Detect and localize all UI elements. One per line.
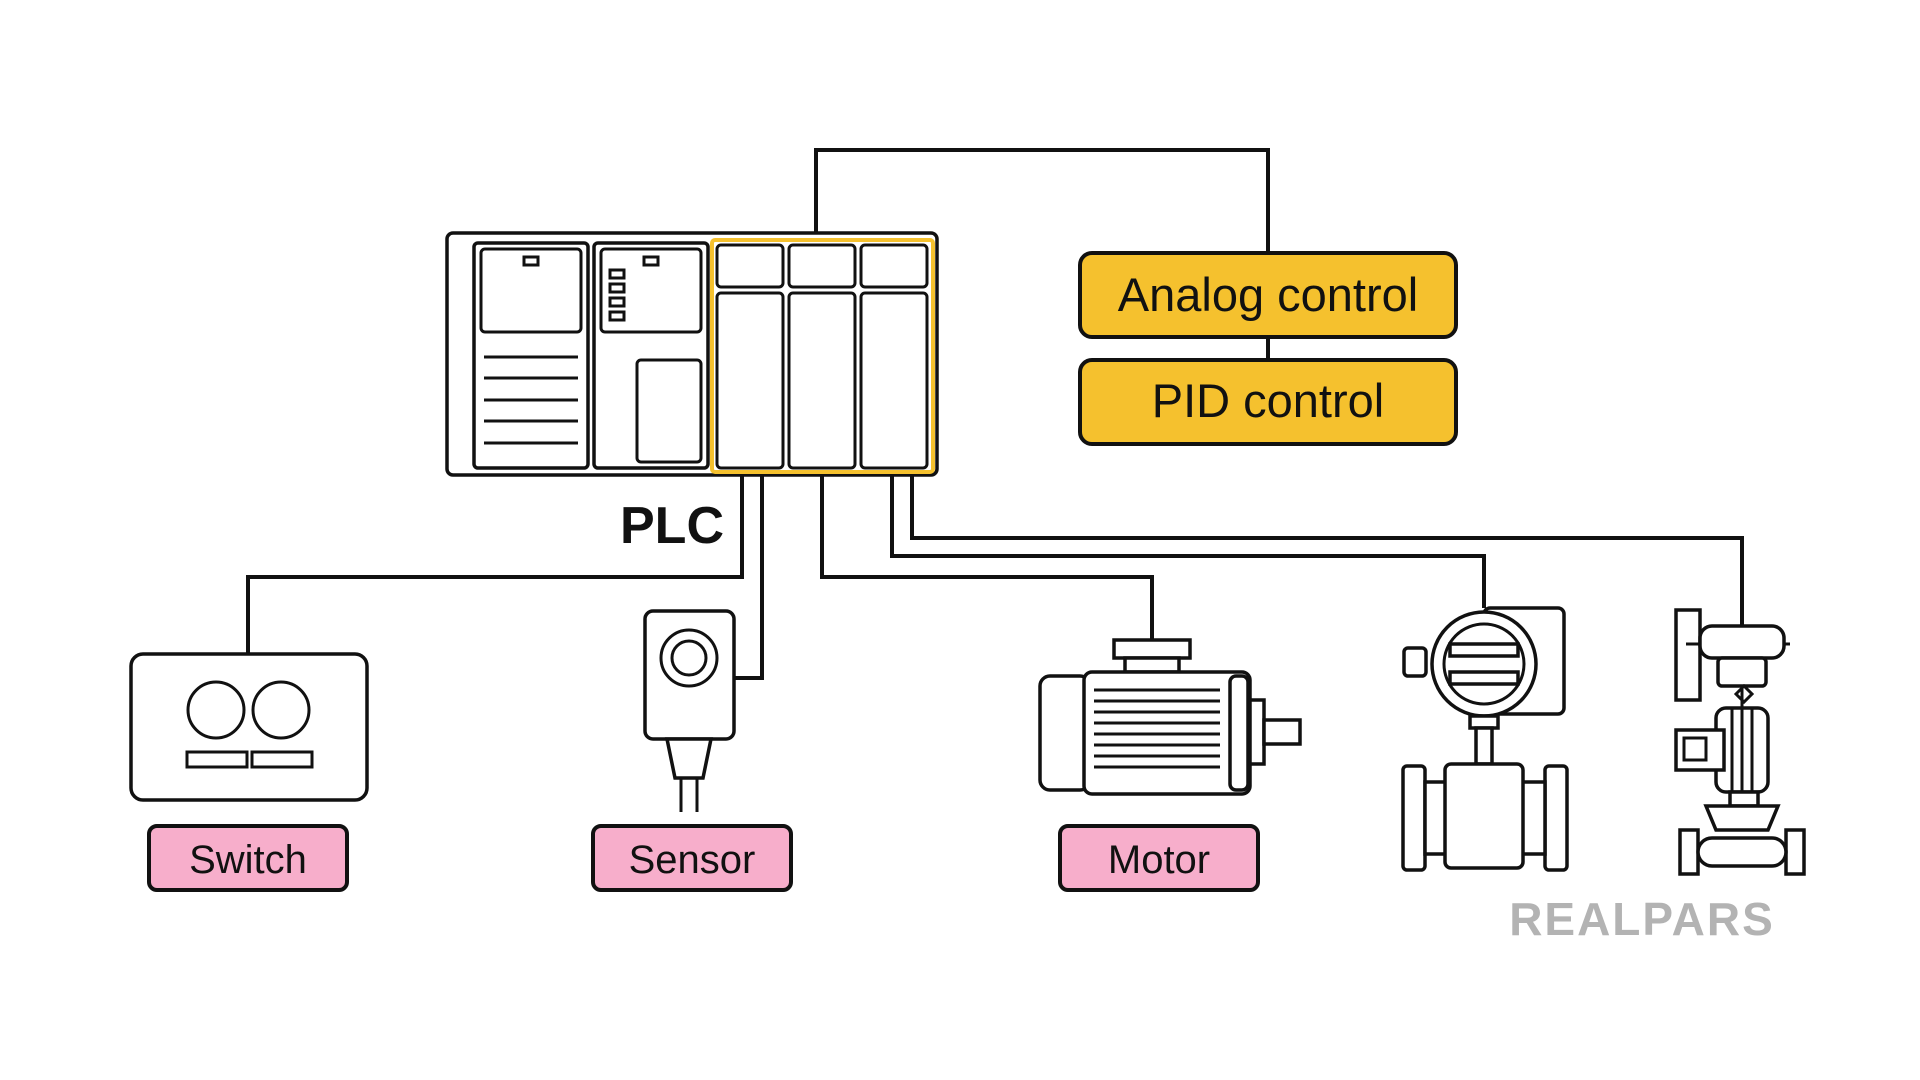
sensor-label-box: Sensor (591, 824, 793, 892)
flowmeter-icon (1401, 606, 1569, 872)
plc-rack: PLC (445, 231, 939, 555)
wire-to-switch (246, 470, 744, 654)
motor-device-icon (1038, 638, 1302, 796)
control-valve-icon (1674, 608, 1806, 876)
power-supply-module (472, 241, 590, 470)
wire-to-motor (820, 470, 1154, 640)
wire-plc-to-analog-control (814, 148, 1270, 252)
wire-to-sensor (734, 470, 764, 680)
motor-label: Motor (1108, 838, 1210, 882)
analog-control-block: Analog control (1078, 251, 1458, 339)
pid-control-label: PID control (1152, 374, 1384, 427)
switch-label-box: Switch (147, 824, 349, 892)
plc-label: PLC (620, 497, 724, 555)
wire-to-flowmeter (890, 470, 1486, 608)
wiring (246, 148, 1744, 680)
wire-to-control-valve (910, 470, 1744, 628)
sensor-label: Sensor (629, 838, 756, 882)
switch-label: Switch (189, 838, 307, 882)
analog-control-label: Analog control (1118, 268, 1418, 321)
motor-label-box: Motor (1058, 824, 1260, 892)
io-modules (710, 238, 935, 474)
sensor-device-icon (643, 609, 736, 812)
switch-device-icon (129, 652, 369, 802)
cpu-module (592, 241, 710, 470)
realpars-logo-text: REALPARS (1509, 893, 1775, 945)
realpars-logo: REALPARS (1509, 893, 1775, 945)
pid-control-block: PID control (1078, 358, 1458, 446)
